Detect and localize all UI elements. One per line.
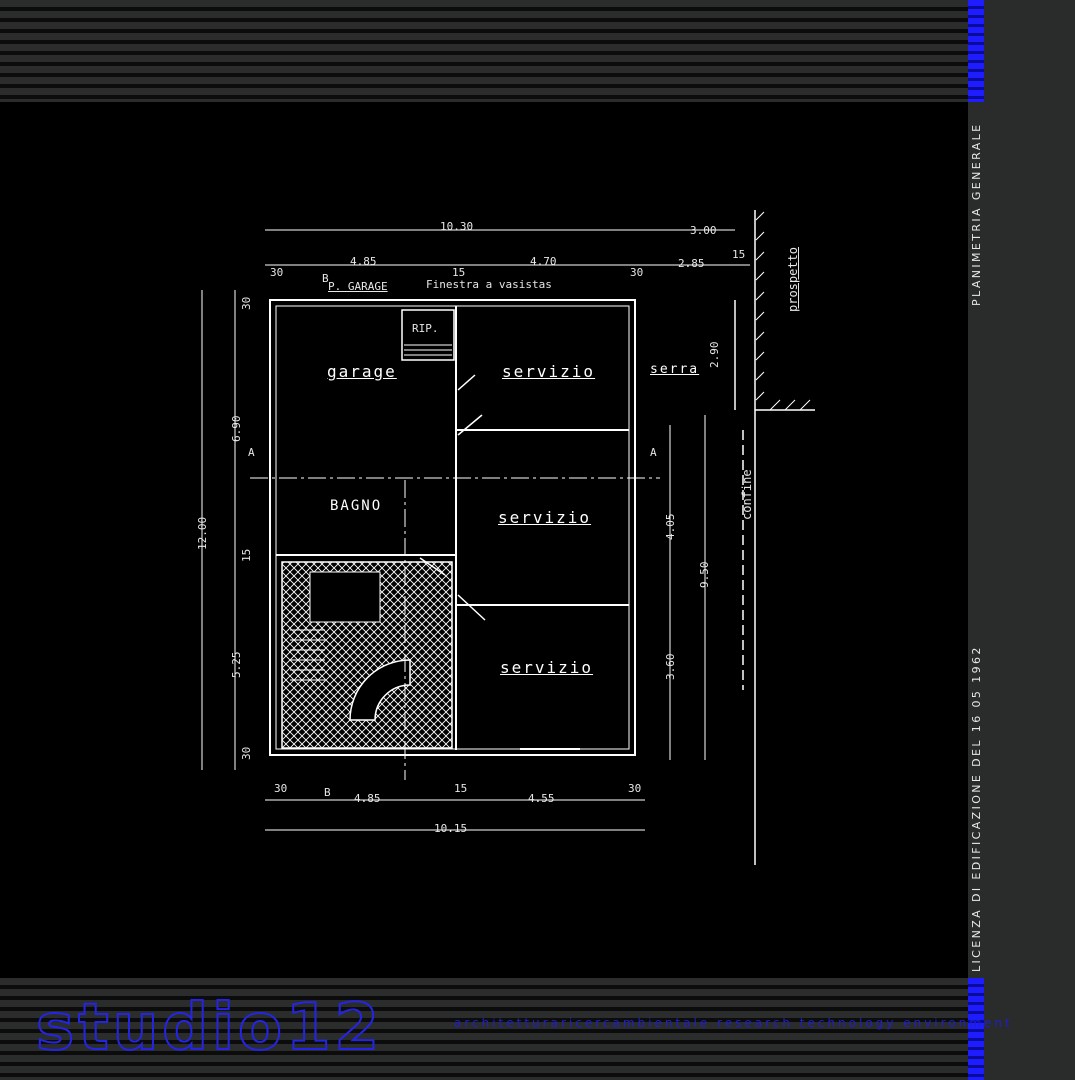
section-mark-a-right: A — [650, 446, 657, 459]
dim-right-360: 3.60 — [664, 653, 677, 681]
dim-top-edge-left: 30 — [270, 266, 284, 279]
dim-left-15: 15 — [240, 548, 253, 562]
section-mark-b-bottom: B — [324, 786, 331, 799]
floor-plan-drawing — [201, 210, 815, 865]
sidebar-blue-stripe-top — [968, 0, 984, 102]
floor-plan: garage BAGNO servizio servizio servizio … — [190, 200, 830, 880]
room-label-servizio-1: servizio — [502, 362, 596, 381]
dim-bottom-total: 10.15 — [434, 822, 468, 835]
bottom-striped-band — [0, 978, 968, 1080]
label-p-garage: P. GARAGE — [328, 280, 388, 293]
dim-left-total: 12.00 — [196, 516, 209, 550]
right-sidebar — [968, 0, 1075, 1080]
dim-bottom-15: 15 — [454, 782, 468, 795]
brand-tagline: architetturaricercambientale research te… — [454, 1016, 1013, 1030]
room-label-garage: garage — [327, 362, 397, 381]
section-mark-a-left: A — [248, 446, 255, 459]
dim-top-right: 3.00 — [690, 224, 717, 237]
room-label-bagno: BAGNO — [330, 498, 383, 514]
dim-top-left: 4.85 — [350, 255, 377, 268]
label-confine: confine — [740, 469, 754, 520]
dim-top-edge-right: 30 — [630, 266, 644, 279]
dim-top-right2: 4.70 — [530, 255, 557, 268]
top-striped-band — [0, 0, 968, 102]
room-label-servizio-2: servizio — [498, 508, 592, 527]
dim-left-30a: 30 — [240, 296, 253, 310]
section-mark-b-top: B — [322, 272, 329, 285]
dim-top-mid: 15 — [452, 266, 466, 279]
dim-top-total: 10.30 — [440, 220, 474, 233]
studio-logo: studio12 — [35, 991, 384, 1065]
dim-right-405: 4.05 — [664, 513, 677, 541]
dim-bottom-30a: 30 — [274, 782, 288, 795]
dim-bottom-455: 4.55 — [528, 792, 555, 805]
room-label-serra: serra — [650, 362, 700, 377]
license-text: LICENZA DI EDIFICAZIONE DEL 16 05 1962 — [970, 645, 983, 972]
dim-right-290: 2.90 — [708, 341, 721, 369]
plan-title: PLANIMETRIA GENERALE — [970, 122, 983, 306]
dim-right-950: 9.50 — [698, 561, 711, 589]
label-prospetto: prospetto — [786, 246, 800, 312]
dim-left-525: 5.25 — [230, 651, 243, 679]
dim-left-690: 6.90 — [230, 415, 243, 443]
label-finestra: Finestra a vasistas — [426, 278, 552, 291]
sidebar-blue-stripe-bottom — [968, 978, 984, 1080]
room-label-servizio-3: servizio — [500, 658, 594, 677]
dim-top-15b: 15 — [732, 248, 746, 261]
room-label-rip: RIP. — [412, 322, 439, 335]
dim-bottom-30b: 30 — [628, 782, 642, 795]
dim-bottom-485: 4.85 — [354, 792, 381, 805]
dim-left-30b: 30 — [240, 746, 253, 760]
dim-top-285: 2.85 — [678, 257, 705, 270]
